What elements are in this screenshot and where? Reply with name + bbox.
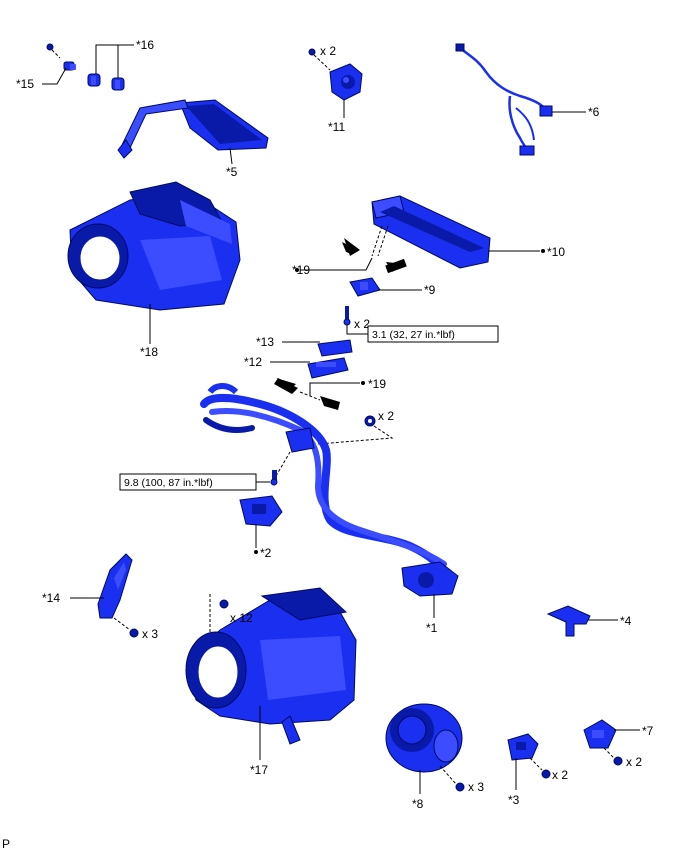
callout-3: *3 [508, 793, 520, 807]
nut-1 [364, 415, 376, 427]
callout-5: *5 [226, 165, 238, 179]
callout-15: *15 [16, 77, 34, 91]
callout-4: *4 [620, 614, 632, 628]
part-2-block [239, 495, 283, 527]
callout-2: *2 [260, 546, 272, 560]
screw-3 [541, 769, 551, 779]
callout-12: *12 [244, 355, 262, 369]
callout-8: *8 [412, 797, 424, 811]
leader-19b [309, 382, 360, 396]
screw-14 [129, 628, 139, 638]
callout-13: *13 [256, 335, 274, 349]
callout-1: *1 [426, 621, 438, 635]
torque-box-1 [119, 473, 257, 491]
part-18-housing [67, 181, 241, 311]
part-11-actuator [308, 48, 363, 101]
part-1-tube-assembly [200, 383, 459, 597]
qty-7: x 2 [626, 755, 642, 769]
part-4-duct [546, 605, 591, 637]
arrow-19b-right [320, 396, 340, 410]
part-8-blower-motor [385, 703, 463, 773]
callout-7: *7 [642, 724, 654, 738]
callout-10: *10 [547, 245, 565, 259]
callout-18: *18 [140, 345, 158, 359]
part-17-housing [185, 587, 357, 745]
part-5-evaporator [117, 99, 269, 159]
part-13-bracket [317, 339, 353, 357]
leader-19a [300, 257, 373, 271]
part-3-resistor [507, 733, 539, 761]
leader-15 [42, 67, 67, 85]
qty-11: x 2 [320, 44, 336, 58]
bolt-9 [343, 306, 351, 326]
callout-16: *16 [136, 38, 154, 52]
torque-box-9 [367, 325, 499, 343]
part-10-evaporator-core [371, 195, 491, 269]
part-9-expansion-valve [349, 277, 381, 297]
qty-3: x 2 [552, 768, 568, 782]
footer-mark: P [2, 837, 10, 851]
arrow-19b-left [274, 378, 298, 394]
part-6-wire-harness [455, 43, 553, 156]
leader-5 [229, 147, 233, 165]
torque-9: 3.1 (32, 27 in.*lbf) [372, 329, 455, 341]
leader-16a [95, 44, 134, 74]
callout-6: *6 [588, 105, 600, 119]
part-7-module [583, 719, 617, 749]
screw-17 [219, 599, 229, 609]
callout-11: *11 [328, 120, 345, 134]
qty-17: x 12 [230, 611, 253, 625]
qty-1: x 2 [378, 409, 394, 423]
callout-19b: *19 [368, 377, 386, 391]
torque-1: 9.8 (100, 87 in.*lbf) [124, 477, 213, 489]
part-15-clip [46, 43, 76, 71]
callout-9: *9 [424, 283, 436, 297]
part-16-clips [87, 73, 125, 91]
qty-14: x 3 [142, 627, 158, 641]
screw-7 [613, 756, 623, 766]
part-12-bracket [307, 357, 349, 379]
callout-17: *17 [250, 763, 268, 777]
callout-19a: *19 [292, 263, 310, 277]
callout-14: *14 [42, 591, 60, 605]
bolt-1 [270, 470, 278, 486]
qty-9: x 2 [354, 317, 370, 331]
qty-8: x 3 [468, 780, 484, 794]
screw-8 [455, 782, 465, 792]
part-14-bracket [97, 553, 133, 619]
dash-nut-1 [317, 425, 394, 445]
leader-torque-9 [346, 325, 368, 335]
